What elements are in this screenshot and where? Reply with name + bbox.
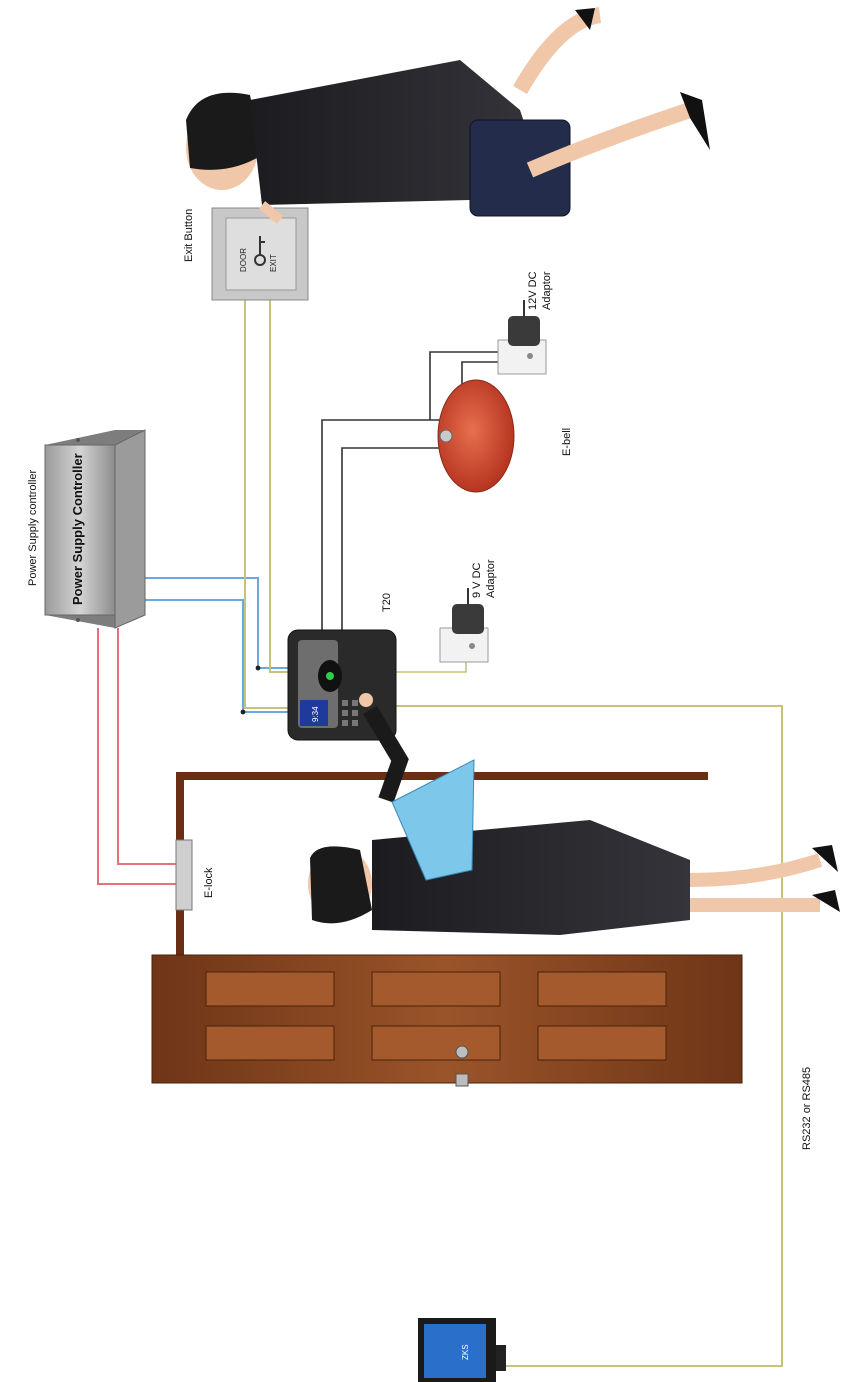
adaptor-9v-label-line2: Adaptor xyxy=(485,559,497,598)
serial-link-label: RS232 or RS485 xyxy=(801,1067,813,1150)
terminal-clock: 9:34 xyxy=(311,706,320,722)
data-wire-1 xyxy=(145,578,300,668)
person-entering xyxy=(308,693,840,935)
exit-button-device: DOOR EXIT xyxy=(212,208,308,300)
exit-button-label: Exit Button xyxy=(183,209,195,262)
power-supply-caption: Power Supply controller xyxy=(27,469,39,586)
exit-plate-bottom-text: EXIT xyxy=(269,254,278,272)
power-wire-1 xyxy=(98,628,180,884)
pc-screen-text: ZKS xyxy=(461,1344,470,1360)
e-lock-device xyxy=(176,840,192,910)
adaptor-9v xyxy=(440,588,488,662)
e-bell-label: E-bell xyxy=(561,428,573,456)
e-lock-label: E-lock xyxy=(203,867,215,898)
adaptor-9v-label-line1: 9 V DC xyxy=(471,562,483,598)
adaptor-12v-label-line2: Adaptor xyxy=(541,271,553,310)
pc-monitor: ZKS xyxy=(418,1318,506,1382)
terminal-label: T20 xyxy=(381,593,393,612)
power-supply-controller: Power Supply Controller xyxy=(45,430,145,628)
exit-wire-1 xyxy=(270,300,300,672)
person-exiting xyxy=(186,8,710,220)
data-wire-2 xyxy=(145,600,300,712)
e-bell-device xyxy=(438,380,514,492)
power-supply-device-label: Power Supply Controller xyxy=(70,453,85,605)
adaptor-12v xyxy=(498,300,546,374)
adaptor-12v-label-line1: 12V DC xyxy=(527,271,539,310)
power-wire-2 xyxy=(118,628,180,864)
exit-plate-top-text: DOOR xyxy=(239,248,248,272)
door xyxy=(152,955,742,1086)
